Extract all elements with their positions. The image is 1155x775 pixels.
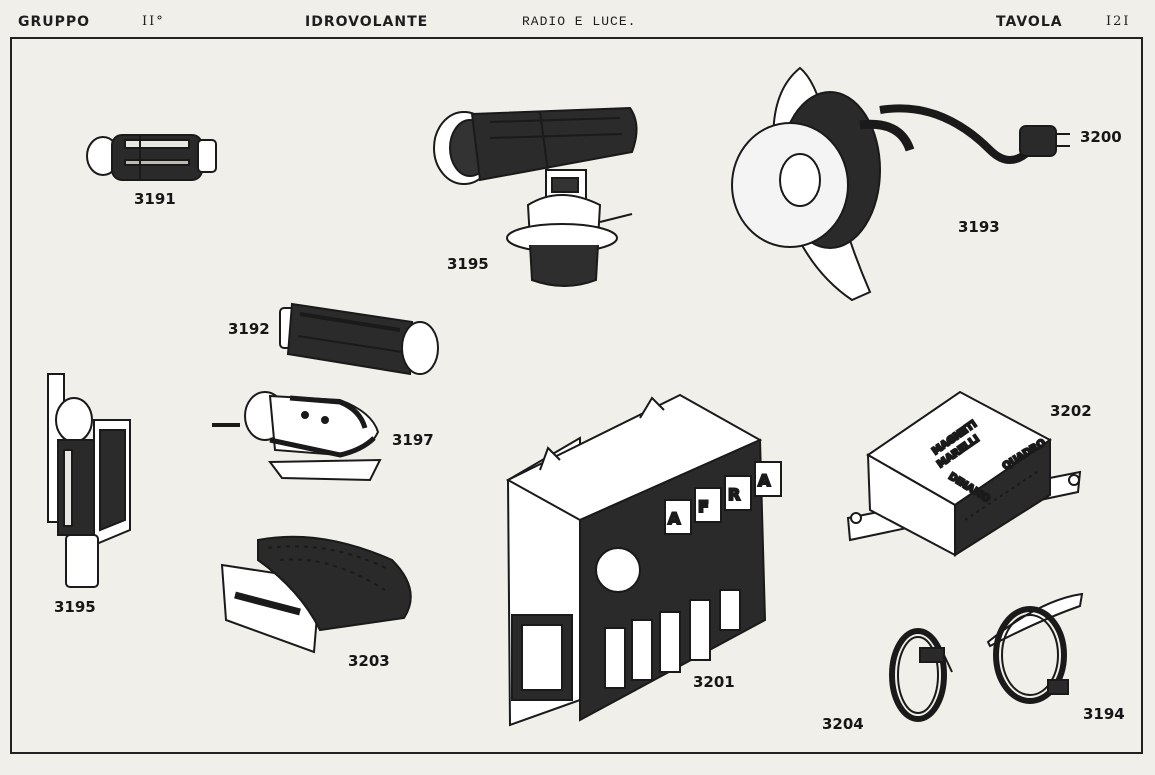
plate-frame xyxy=(10,37,1143,754)
switch-box-icon xyxy=(505,393,782,727)
part-label-3204: 3204 xyxy=(822,715,864,733)
switch-letter-4: A xyxy=(758,471,771,490)
part-label-3195-wall: 3195 xyxy=(54,598,96,616)
dome-lamp-icon xyxy=(731,66,1033,302)
regulator-box-icon xyxy=(846,390,1082,557)
wall-lamp-icon xyxy=(47,373,131,588)
spotlight-on-mount-icon xyxy=(433,106,638,287)
part-label-3197: 3197 xyxy=(392,431,434,449)
switch-letter-3: R xyxy=(728,485,740,504)
small-lamp-icon xyxy=(86,134,217,181)
part-label-3195-spotlight: 3195 xyxy=(447,255,489,273)
part-label-3194: 3194 xyxy=(1083,705,1125,723)
part-label-3202: 3202 xyxy=(1050,402,1092,420)
header-category: IDROVOLANTE xyxy=(305,14,429,30)
part-label-3192: 3192 xyxy=(228,320,270,338)
part-label-3200: 3200 xyxy=(1080,128,1122,146)
header-gruppo: GRUPPO xyxy=(18,14,91,30)
part-label-3193: 3193 xyxy=(958,218,1000,236)
part-label-3201: 3201 xyxy=(693,673,735,691)
header-section: RADIO E LUCE. xyxy=(522,14,637,29)
switch-letter-2: F xyxy=(698,497,709,516)
hose-clamp-icon xyxy=(889,628,953,722)
part-label-3203: 3203 xyxy=(348,652,390,670)
plug-icon xyxy=(1019,125,1070,157)
air-scoop-icon xyxy=(220,535,412,654)
bracket-lamp-icon xyxy=(212,391,382,482)
header-tavola-number: I2I xyxy=(1106,14,1131,29)
switch-letter-1: A xyxy=(668,509,681,528)
part-label-3191: 3191 xyxy=(134,190,176,208)
header-tavola: TAVOLA xyxy=(996,14,1063,30)
clamp-bracket-icon xyxy=(986,592,1084,704)
header-gruppo-number: II° xyxy=(142,14,165,29)
cylindrical-lamp-icon xyxy=(279,302,439,376)
